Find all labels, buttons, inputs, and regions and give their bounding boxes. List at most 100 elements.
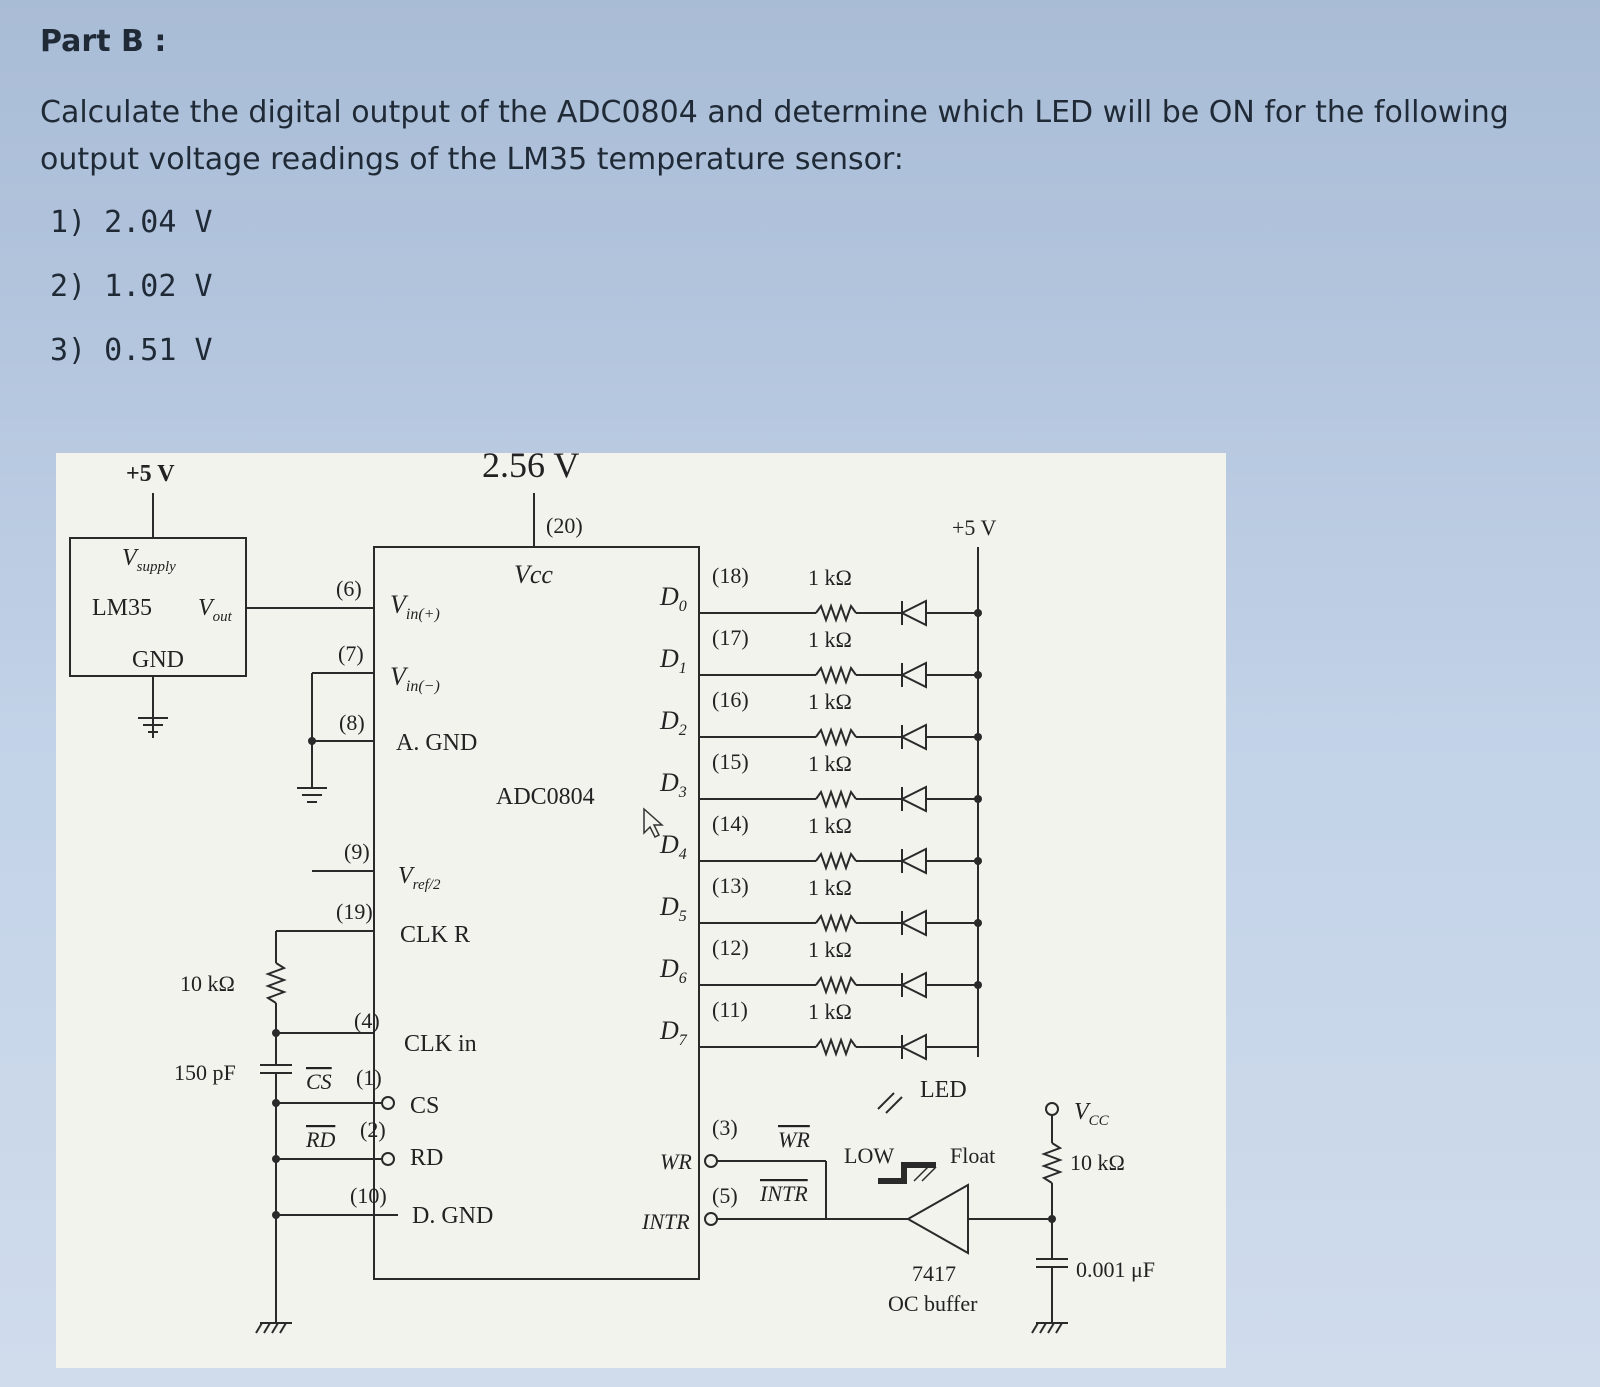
resistor-symbol-5 xyxy=(815,913,857,933)
svg-text:Vin(−): Vin(−) xyxy=(390,662,440,695)
data-pin-label-4: D4 xyxy=(659,830,687,863)
clk-capacitor-symbol xyxy=(260,1064,292,1074)
adc0804-chip xyxy=(373,546,700,1280)
data-pin-label-0: D0 xyxy=(659,582,687,615)
pin-4-number: (4) xyxy=(354,1008,380,1033)
data-pin-label-2: D2 xyxy=(659,706,687,739)
resistor-label-1: 1 kΩ xyxy=(808,627,852,652)
resistor-symbol-7 xyxy=(815,1037,857,1057)
pin-3-number: (3) xyxy=(712,1115,738,1140)
led-icon-3 xyxy=(899,785,927,813)
led-icon-2 xyxy=(899,723,927,751)
agnd-label: A. GND xyxy=(396,730,477,756)
vsupply-label: V xyxy=(122,545,139,571)
data-pin-label-1: D1 xyxy=(659,644,687,677)
circuit-schematic: +5 V Vsupply LM35 Vout GND 2.56 V (20) V… xyxy=(56,453,1226,1368)
reference-voltage-label: 2.56 V xyxy=(482,453,579,485)
ground-symbol-right xyxy=(1031,1322,1068,1334)
svg-text:VCC: VCC xyxy=(1074,1099,1110,1129)
data-output-rows: D0 (18) 1 kΩ D1 (17) 1 kΩ D2 (16) 1 kΩ D3 (15) 1 kΩ… xyxy=(659,563,982,1061)
clkr-label: CLK R xyxy=(400,922,470,948)
pin-10-number: (10) xyxy=(350,1183,387,1208)
vin-plus-label: V xyxy=(390,590,409,619)
vout-sub: out xyxy=(213,609,233,625)
light-emission-icon xyxy=(877,1092,903,1114)
oc-buffer-symbol xyxy=(905,1183,969,1255)
pin-7-number: (7) xyxy=(338,641,364,666)
vcc-pin-label: Vcc xyxy=(514,560,553,589)
low-label: LOW xyxy=(844,1143,894,1168)
resistor-symbol-2 xyxy=(815,727,857,747)
wr-pin-label: WR xyxy=(660,1149,692,1174)
led-icon-6 xyxy=(899,971,927,999)
question-prompt: Calculate the digital output of the ADC0… xyxy=(40,95,1509,177)
answer-options: 1) 2.04 V 2) 1.02 V 3) 0.51 V xyxy=(50,201,1580,393)
led-label: LED xyxy=(920,1077,967,1103)
vout-label: V xyxy=(198,595,215,621)
resistor-symbol-4 xyxy=(815,851,857,871)
schematic-svg: +5 V Vsupply LM35 Vout GND 2.56 V (20) V… xyxy=(69,453,1155,1334)
option-3: 3) 0.51 V xyxy=(50,333,213,368)
wr-external-label: WR xyxy=(778,1127,810,1152)
data-pin-number-0: (18) xyxy=(712,563,749,588)
data-pin-number-7: (11) xyxy=(712,997,748,1022)
resistor-label-0: 1 kΩ xyxy=(808,565,852,590)
pin-8-number: (8) xyxy=(339,710,365,735)
vcc-terminal xyxy=(1045,1102,1059,1116)
right-capacitor-label: 0.001 μF xyxy=(1076,1257,1155,1282)
resistor-label-5: 1 kΩ xyxy=(808,875,852,900)
pin-6-number: (6) xyxy=(336,576,362,601)
svg-text:Vsupply: Vsupply xyxy=(122,545,176,575)
dgnd-label: D. GND xyxy=(412,1203,493,1229)
resistor-label-2: 1 kΩ xyxy=(808,689,852,714)
mouse-cursor-icon xyxy=(643,807,664,839)
float-label: Float xyxy=(950,1143,995,1168)
option-1: 1) 2.04 V xyxy=(50,205,213,240)
svg-text:Vref/2: Vref/2 xyxy=(398,863,441,893)
right-capacitor-symbol xyxy=(1036,1258,1068,1268)
led-icon-1 xyxy=(899,661,927,689)
lm35-gnd-label: GND xyxy=(132,647,184,673)
vref2-sub: ref/2 xyxy=(413,877,441,893)
clkin-label: CLK in xyxy=(404,1031,477,1057)
led-supply-label: +5 V xyxy=(952,515,997,540)
pin-2-number: (2) xyxy=(360,1117,386,1142)
data-pin-number-4: (14) xyxy=(712,811,749,836)
data-pin-label-5: D5 xyxy=(659,892,687,925)
data-pin-number-5: (13) xyxy=(712,873,749,898)
svg-text:Vin(+): Vin(+) xyxy=(390,590,440,623)
buffer-desc-label: OC buffer xyxy=(888,1291,978,1316)
pin-9-number: (9) xyxy=(344,839,370,864)
option-2: 2) 1.02 V xyxy=(50,269,213,304)
right-vcc-sub: CC xyxy=(1089,1113,1110,1129)
data-pin-number-6: (12) xyxy=(712,935,749,960)
resistor-label-4: 1 kΩ xyxy=(808,813,852,838)
resistor-label-7: 1 kΩ xyxy=(808,999,852,1024)
cs-pin-label: CS xyxy=(410,1093,439,1119)
question-block: Part B : Calculate the digital output of… xyxy=(40,24,1580,393)
vin-plus-sub: in(+) xyxy=(406,606,440,623)
data-pin-number-1: (17) xyxy=(712,625,749,650)
vin-minus-label: V xyxy=(390,662,409,691)
pin-19-number: (19) xyxy=(336,899,373,924)
ground-symbol-agnd xyxy=(297,787,327,803)
led-icon-7 xyxy=(899,1033,927,1061)
supply-left-label: +5 V xyxy=(126,461,175,487)
led-icon-0 xyxy=(899,599,927,627)
clk-capacitor-label: 150 pF xyxy=(174,1060,236,1085)
resistor-symbol-1 xyxy=(815,665,857,685)
data-pin-number-2: (16) xyxy=(712,687,749,712)
right-resistor-label: 10 kΩ xyxy=(1070,1150,1125,1175)
intr-pin-label: INTR xyxy=(641,1209,690,1234)
chip-name-label: ADC0804 xyxy=(496,784,595,810)
pin-5-number: (5) xyxy=(712,1183,738,1208)
resistor-label-3: 1 kΩ xyxy=(808,751,852,776)
part-title: Part B : xyxy=(40,24,167,59)
data-pin-label-6: D6 xyxy=(659,954,687,987)
rd-pin-label: RD xyxy=(410,1145,443,1171)
resistor-symbol-0 xyxy=(815,603,857,623)
data-pin-number-3: (15) xyxy=(712,749,749,774)
vsupply-sub: supply xyxy=(137,559,177,575)
ground-symbol-lm35 xyxy=(138,717,168,738)
data-pin-label-3: D3 xyxy=(659,768,687,801)
